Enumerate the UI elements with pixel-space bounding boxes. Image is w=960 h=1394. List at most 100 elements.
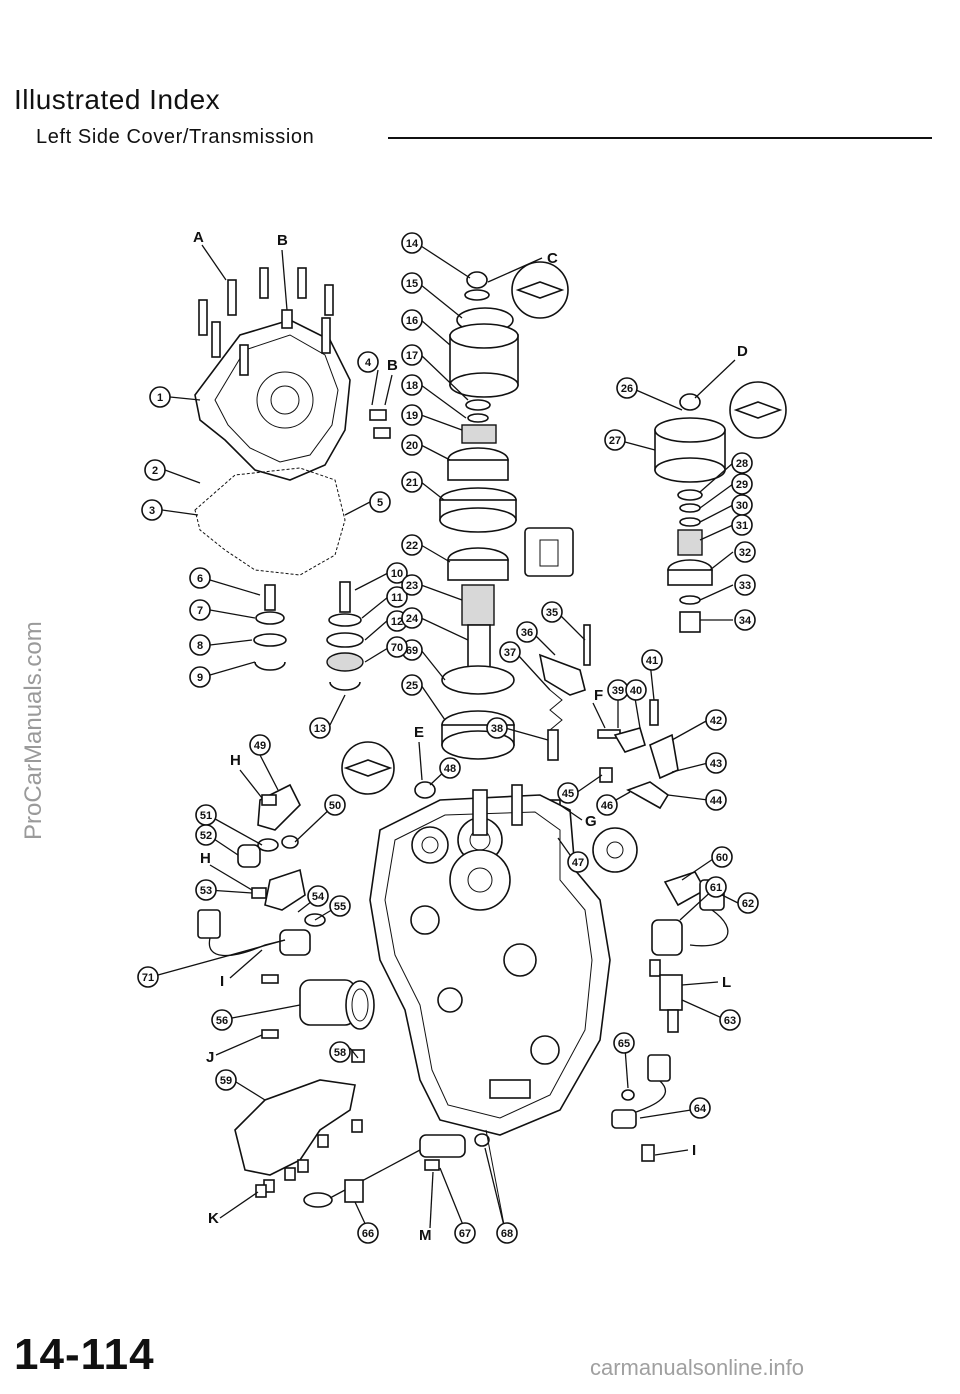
svg-text:53: 53: [200, 885, 212, 897]
svg-text:7: 7: [197, 605, 203, 617]
callout-13: 13: [309, 717, 331, 739]
svg-text:35: 35: [546, 607, 558, 619]
callout-16: 16: [401, 309, 423, 331]
left-seal-stack: [253, 584, 287, 671]
bracket-63: [659, 974, 683, 1033]
svg-text:29: 29: [736, 479, 748, 491]
svg-text:65: 65: [618, 1038, 630, 1050]
svg-text:14: 14: [406, 238, 419, 250]
svg-text:4: 4: [365, 357, 372, 369]
callout-45: 45: [557, 782, 579, 804]
callout-46: 46: [596, 794, 618, 816]
detail-inset-snap: [524, 527, 574, 577]
svg-text:16: 16: [406, 315, 418, 327]
callout-34: 34: [734, 609, 756, 631]
sensor-bracket-lower: [251, 868, 326, 956]
callout-50: 50: [324, 794, 346, 816]
callout-53: 53: [195, 879, 217, 901]
letter-i-right: I: [692, 1142, 696, 1159]
bottom-watermark: carmanualsonline.info: [590, 1355, 805, 1380]
svg-text:20: 20: [406, 440, 418, 452]
svg-text:26: 26: [621, 383, 633, 395]
svg-text:2: 2: [152, 465, 158, 477]
svg-text:6: 6: [197, 573, 203, 585]
svg-text:49: 49: [254, 740, 266, 752]
mainshaft-assembly: [439, 271, 519, 760]
callout-9: 9: [189, 666, 211, 688]
callout-15: 15: [401, 272, 423, 294]
svg-text:59: 59: [220, 1075, 232, 1087]
callout-group: 1 2 3 4 5 6 7 8 9 10 11 12 13 14 15 16 1…: [137, 232, 759, 1244]
callout-6: 6: [189, 567, 211, 589]
callout-67: 67: [454, 1222, 476, 1244]
callout-55: 55: [329, 895, 351, 917]
svg-text:51: 51: [200, 810, 212, 822]
page-number: 14-114: [14, 1330, 155, 1379]
callout-28: 28: [731, 452, 753, 474]
cover-gasket: [194, 467, 346, 576]
callout-64: 64: [689, 1097, 711, 1119]
svg-text:60: 60: [716, 852, 728, 864]
callout-68: 68: [496, 1222, 518, 1244]
letter-h-lower: H: [200, 850, 211, 867]
callout-27: 27: [604, 429, 626, 451]
shaft-seal: [414, 781, 436, 799]
svg-text:34: 34: [739, 615, 752, 627]
svg-text:33: 33: [739, 580, 751, 592]
callout-5: 5: [369, 491, 391, 513]
callout-17: 17: [401, 344, 423, 366]
shift-lever-assembly: [538, 624, 679, 841]
svg-text:24: 24: [406, 613, 419, 625]
callout-39: 39: [607, 679, 629, 701]
svg-text:58: 58: [334, 1047, 346, 1059]
callout-35: 35: [541, 601, 563, 623]
svg-text:1: 1: [157, 392, 163, 404]
callout-18: 18: [401, 374, 423, 396]
svg-text:64: 64: [694, 1103, 707, 1115]
letter-a: A: [193, 229, 204, 246]
callout-52: 52: [195, 824, 217, 846]
detail-inset-e: [341, 741, 395, 795]
callout-8: 8: [189, 634, 211, 656]
side-watermark: ProCarManuals.com: [20, 621, 47, 840]
letter-i-left: I: [220, 973, 224, 990]
svg-text:44: 44: [710, 795, 723, 807]
svg-text:55: 55: [334, 901, 346, 913]
callout-51: 51: [195, 804, 217, 826]
svg-text:56: 56: [216, 1015, 228, 1027]
svg-text:61: 61: [710, 882, 722, 894]
callout-47: 47: [567, 851, 589, 873]
callout-62: 62: [737, 892, 759, 914]
letter-b-side: B: [387, 357, 398, 374]
svg-text:47: 47: [572, 857, 584, 869]
svg-text:41: 41: [646, 655, 658, 667]
letter-m: M: [419, 1227, 432, 1244]
svg-text:54: 54: [312, 891, 325, 903]
letter-g: G: [585, 813, 597, 830]
countershaft-assembly: [654, 393, 726, 633]
letter-arrows: [201, 244, 736, 1229]
callout-43: 43: [705, 752, 727, 774]
svg-text:18: 18: [406, 380, 418, 392]
svg-text:45: 45: [562, 788, 574, 800]
svg-text:11: 11: [391, 592, 403, 604]
callout-66: 66: [357, 1222, 379, 1244]
callout-65: 65: [613, 1032, 635, 1054]
sensor-64: [611, 1054, 671, 1162]
header-rule: [388, 137, 932, 139]
svg-text:62: 62: [742, 898, 754, 910]
callout-48: 48: [439, 757, 461, 779]
callout-44: 44: [705, 789, 727, 811]
callout-10: 10: [386, 562, 408, 584]
callout-33: 33: [734, 574, 756, 596]
svg-text:38: 38: [491, 723, 503, 735]
letter-e: E: [414, 724, 424, 741]
svg-text:52: 52: [200, 830, 212, 842]
svg-text:36: 36: [521, 627, 533, 639]
callout-1: 1: [149, 386, 171, 408]
callout-31: 31: [731, 514, 753, 536]
solenoid-56: [261, 974, 375, 1063]
svg-text:69: 69: [406, 645, 418, 657]
callout-3: 3: [141, 499, 163, 521]
